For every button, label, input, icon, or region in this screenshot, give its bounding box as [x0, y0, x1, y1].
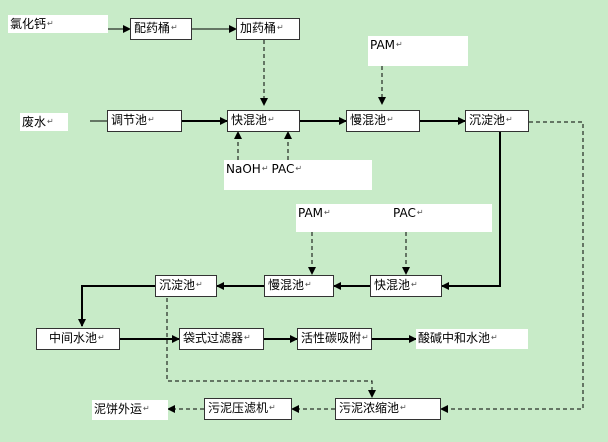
sludge-cake-out-text: 泥饼外运: [94, 402, 143, 416]
paragraph-mark: ↵: [269, 403, 276, 412]
paragraph-mark: ↵: [491, 333, 498, 342]
slow-mix-tank-1-box: 慢混池↵: [346, 110, 420, 132]
paragraph-mark: ↵: [268, 115, 275, 124]
arrow-sed1-to-fastmix2: [441, 131, 501, 290]
arrow-sed2-to-intermediate: [78, 285, 155, 327]
paragraph-mark: ↵: [506, 115, 513, 124]
pam-2-text: PAM: [298, 206, 324, 220]
paragraph-mark: ↵: [396, 40, 403, 49]
paragraph-mark: ↵: [295, 164, 303, 173]
pam-pac-input-2: PAM↵PAC↵: [296, 204, 492, 232]
paragraph-mark: ↵: [277, 23, 284, 32]
slow-mix-tank-2-box: 慢混池↵: [264, 275, 334, 297]
sedimentation-1-text: 沉淀池: [469, 113, 506, 127]
wastewater-text: 废水: [22, 115, 47, 129]
bag-filter-text: 袋式过滤器: [183, 331, 244, 345]
bag-filter-box: 袋式过滤器↵: [179, 328, 264, 350]
dosing-tank-text: 配药桶: [134, 21, 171, 35]
pam-1-text: PAM: [370, 38, 396, 52]
fast-mix-tank-2-box: 快混池↵: [370, 275, 442, 297]
sedimentation-tank-2-box: 沉淀池↵: [155, 275, 217, 297]
intermediate-tank-box: 中间水池↵: [36, 328, 120, 350]
naoh-pac-input: NaOH↵PAC↵: [224, 160, 372, 190]
paragraph-mark: ↵: [416, 208, 424, 217]
paragraph-mark: ↵: [148, 115, 155, 124]
paragraph-mark: ↵: [196, 280, 203, 289]
paragraph-mark: ↵: [400, 403, 407, 412]
pac-2-text: PAC: [393, 206, 416, 220]
activated-carbon-text: 活性碳吸附: [301, 331, 362, 345]
sludge-thickener-box: 污泥浓缩池↵: [335, 398, 441, 420]
pac-1-text: PAC: [271, 162, 295, 176]
calcium-chloride-label: 氯化钙↵: [8, 15, 108, 33]
sludge-filter-press-box: 污泥压滤机↵: [204, 398, 292, 420]
feed-tank-text: 加药桶: [240, 21, 277, 35]
neutralization-tank-text: 酸碱中和水池: [418, 331, 491, 345]
equalization-tank-text: 调节池: [111, 113, 148, 127]
paragraph-mark: ↵: [171, 23, 178, 32]
slow-mix-1-text: 慢混池: [350, 113, 387, 127]
sludge-press-text: 污泥压滤机: [208, 401, 269, 415]
pam-input-1: PAM↵: [368, 36, 468, 66]
fast-mix-1-text: 快混池: [231, 113, 268, 127]
paragraph-mark: ↵: [47, 117, 54, 126]
activated-carbon-box: 活性碳吸附↵: [297, 328, 372, 350]
arrow-sed2-sludge-to-thickener: [166, 298, 376, 398]
paragraph-mark: ↵: [324, 208, 331, 217]
calcium-chloride-text: 氯化钙: [10, 17, 47, 31]
dosing-tank-box: 配药桶↵: [130, 18, 192, 40]
slow-mix-2-text: 慢混池: [268, 278, 305, 292]
fast-mix-2-text: 快混池: [374, 278, 411, 292]
pac-2-wrap: PAC↵: [393, 204, 424, 222]
equalization-tank-box: 调节池↵: [107, 110, 182, 132]
sludge-cake-out-label: 泥饼外运↵: [92, 400, 168, 420]
paragraph-mark: ↵: [261, 164, 269, 173]
paragraph-mark: ↵: [47, 19, 54, 28]
sedimentation-2-text: 沉淀池: [159, 278, 196, 292]
paragraph-mark: ↵: [362, 333, 369, 342]
paragraph-mark: ↵: [143, 404, 150, 413]
paragraph-mark: ↵: [98, 333, 105, 342]
sedimentation-tank-1-box: 沉淀池↵: [465, 110, 529, 132]
paragraph-mark: ↵: [305, 280, 312, 289]
intermediate-tank-text: 中间水池: [49, 331, 98, 345]
paragraph-mark: ↵: [411, 280, 418, 289]
neutralization-tank-label: 酸碱中和水池↵: [416, 329, 528, 349]
arrow-sed1-sludge-to-thickener: [440, 121, 584, 413]
wastewater-label: 废水↵: [20, 113, 68, 131]
sludge-thickener-text: 污泥浓缩池: [339, 401, 400, 415]
naoh-text: NaOH: [226, 162, 261, 176]
paragraph-mark: ↵: [387, 115, 394, 124]
feed-tank-box: 加药桶↵: [236, 18, 300, 40]
fast-mix-tank-1-box: 快混池↵: [227, 110, 300, 132]
paragraph-mark: ↵: [244, 333, 251, 342]
